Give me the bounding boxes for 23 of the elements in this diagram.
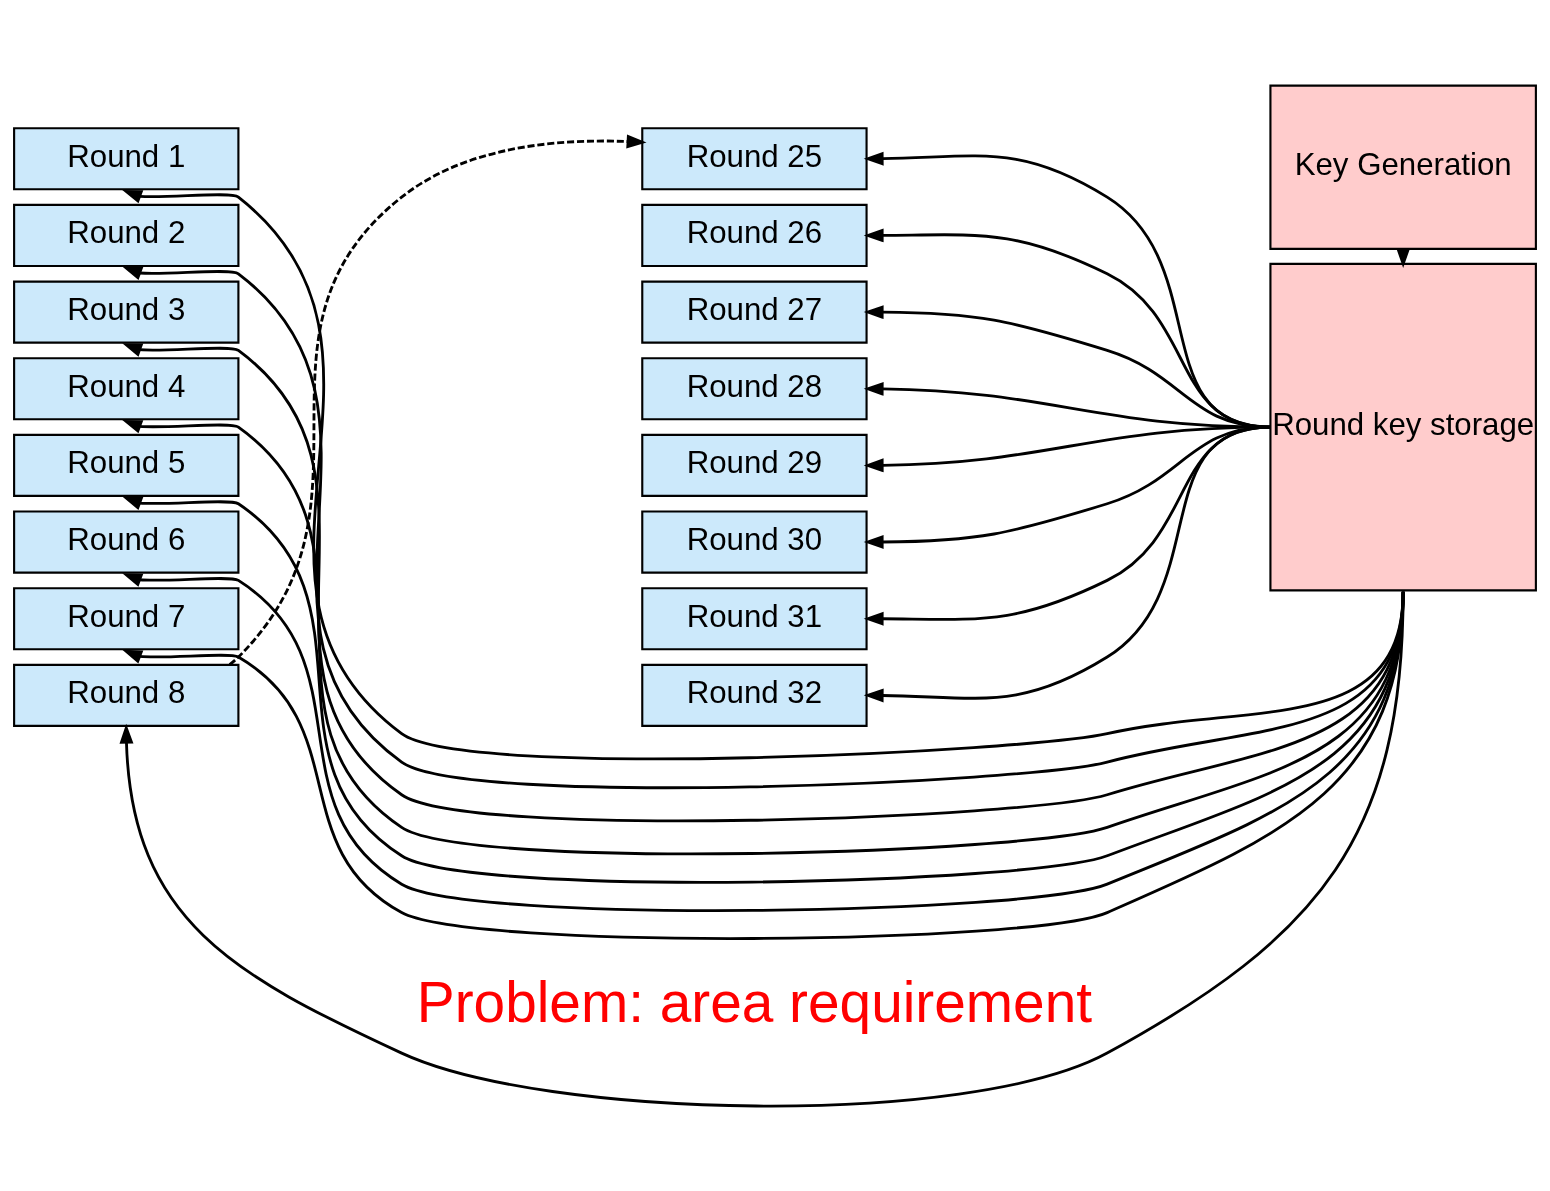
arrow (122, 496, 1405, 884)
node-box: Round 3 (13, 280, 240, 344)
node-box: Round key storage (1269, 262, 1537, 591)
node-box: Round 4 (13, 356, 240, 420)
node-box: Round 6 (13, 510, 240, 574)
node-box: Round 32 (641, 663, 868, 727)
node-box: Round 2 (13, 203, 240, 267)
label: Problem: area requirement (416, 970, 1093, 1034)
node-box: Round 30 (641, 510, 868, 574)
arrow (119, 591, 1405, 1107)
node-box: Round 25 (641, 126, 868, 190)
arrow (122, 342, 1405, 822)
node-box: Round 5 (13, 433, 240, 497)
node-box: Round 26 (641, 203, 868, 267)
node-box: Round 1 (13, 126, 240, 190)
node-box: Round 8 (13, 663, 240, 727)
node-box: Round 7 (13, 586, 240, 650)
node-box: Round 27 (641, 280, 868, 344)
node-box: Round 29 (641, 433, 868, 497)
arrow (228, 134, 647, 666)
node-box: Round 28 (641, 356, 868, 420)
node-box: Round 31 (641, 586, 868, 650)
arrow (863, 425, 1271, 702)
